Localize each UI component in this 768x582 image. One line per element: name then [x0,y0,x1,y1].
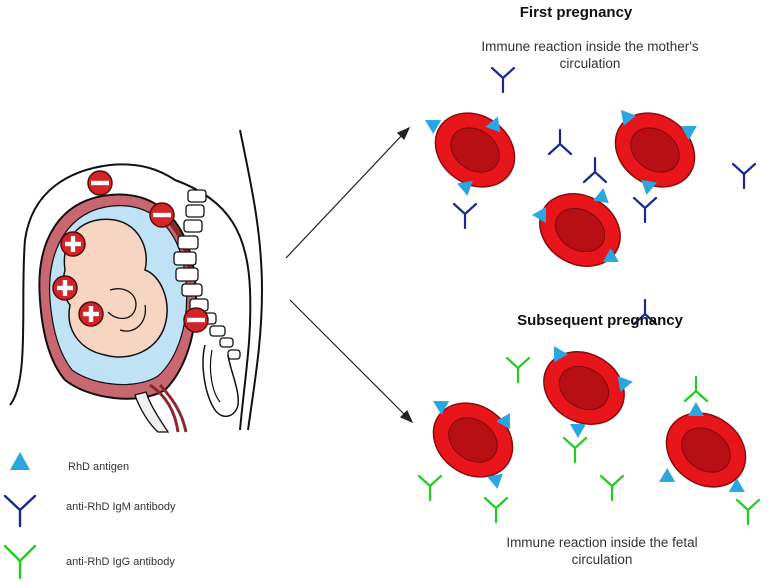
igm-antibody [547,128,573,156]
legend-igg-label: anti-RhD IgG antibody [66,556,175,568]
legend [3,452,37,580]
igg-antibody [417,474,443,502]
red-blood-cell [600,97,710,203]
rh-negative-marker [183,307,209,333]
fetus-arm [107,288,137,320]
subsequent-pregnancy-title: Subsequent pregnancy [517,312,683,329]
first-pregnancy-title: First pregnancy [519,4,633,21]
red-blood-cell [420,97,530,203]
legend-antigen-icon [10,452,30,470]
legend-igm-icon [3,494,37,528]
igg-antibody [483,496,509,524]
body-outline [9,163,252,431]
legend-igg-icon [3,544,37,580]
rh-positive-marker [60,231,86,257]
rhd-antigen [593,186,612,204]
rhd-antigen [487,473,506,491]
pelvis-inner [209,349,221,403]
subsequent-pregnancy-caption: Immune reaction inside the fetal circula… [452,534,752,568]
rhd-antigen [655,468,676,489]
red-blood-cell [651,397,761,503]
rh-negative-marker [149,202,175,228]
rhd-antigen [570,424,586,438]
igg-antibody [599,474,625,502]
pelvis [202,344,239,417]
fetus-leg [119,304,147,332]
arrows [285,126,414,424]
rh-positive-marker [78,301,104,327]
igg-antibody [735,498,761,526]
rhd-antigen [617,373,635,392]
first-pregnancy-caption: Immune reaction inside the mother's circ… [440,38,740,72]
birth-canal [149,383,188,433]
subsequent-pregnancy-panel [417,336,761,526]
back-outline [239,129,264,431]
red-blood-cell [525,178,635,282]
igg-antibody [505,356,531,384]
igm-antibody [632,196,658,224]
pubic-bone [134,391,170,433]
rh-negative-marker [87,170,113,196]
subsequent-caption-line-2: circulation [571,552,633,567]
rhd-antigen [688,402,704,416]
first-pregnancy-panel [420,66,757,326]
legend-antigen-label: RhD antigen [68,461,130,473]
igg-antibody [562,436,588,464]
pregnancy-illustration [9,129,264,433]
rhd-antigen [532,207,546,223]
subsequent-caption-line-1: Immune reaction inside the fetal [506,535,698,550]
igm-antibody [452,202,478,230]
legend-igm-label: anti-RhD IgM antibody [66,501,176,513]
rh-positive-marker [52,275,78,301]
igg-antibody [683,375,709,403]
first-caption-line-1: Immune reaction inside the mother's [481,39,699,54]
igm-antibody [582,156,608,184]
igm-antibody [731,162,757,190]
first-caption-line-2: circulation [559,56,621,71]
